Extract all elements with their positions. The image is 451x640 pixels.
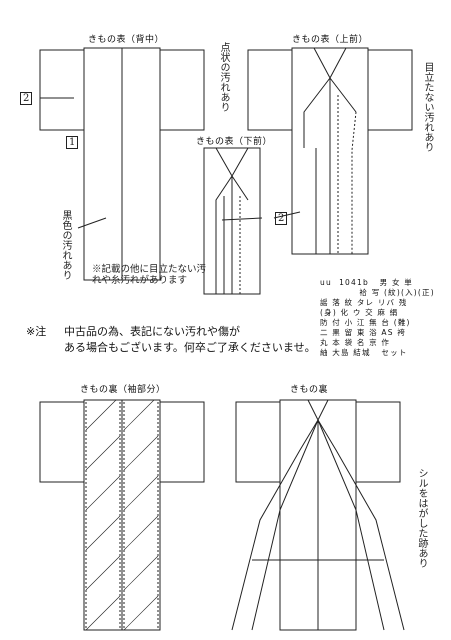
front-upper-view-label: きもの表（上前） <box>292 35 369 45</box>
kimono-lining-outline <box>231 399 405 631</box>
mark-1-back: 1 <box>66 136 79 149</box>
code-row: (身) 化 ウ 交 麻 絹 <box>320 308 399 317</box>
front-stain-note: 目立たない汚れあり <box>422 62 433 152</box>
kimono-front-lower-outline <box>203 147 261 295</box>
kimono-lining-sleeve-outline <box>39 399 205 631</box>
code-row: 袷 写 (紋)(入)(正) <box>320 288 435 297</box>
other-stains-note: ※記載の他に目立たない汚れや糸汚れがあります <box>92 264 207 286</box>
mark-2-front: 2 <box>275 212 288 225</box>
kimono-back-outline <box>39 47 205 281</box>
code-row: 二 黒 留 東 浴 AS 袴 <box>320 328 406 337</box>
code-row: uu 1041b 男 女 単 <box>320 278 413 287</box>
code-table: uu 1041b 男 女 単 袷 写 (紋)(入)(正) 謡 落 紋 タレ リバ… <box>320 278 444 364</box>
code-row: 防 付 小 江 無 台 (難) <box>320 318 411 327</box>
code-row: 丸 本 袋 名 京 作 <box>320 338 391 347</box>
code-row: 紬 大島 結城 セット <box>320 348 408 357</box>
lining-view-label: きもの裏 <box>290 385 329 395</box>
kimono-front-upper-outline <box>247 47 413 255</box>
notice-line-1: 中古品の為、表記にない汚れや傷が <box>64 325 240 338</box>
code-row: 謡 落 紋 タレ リバ 残 <box>320 298 408 307</box>
front-lower-view-label: きもの表（下前） <box>196 137 273 147</box>
notice-mark: ※注 <box>26 325 47 338</box>
lining-note: シルをはがした跡あり <box>416 468 427 568</box>
mark-2-back: 2 <box>20 92 33 105</box>
lining-sleeve-view-label: きもの裏（袖部分） <box>80 385 166 395</box>
back-view-label: きもの表（背中） <box>88 35 165 45</box>
back-stain-note: 点状の汚れあり <box>218 42 229 112</box>
notice-line-2: ある場合もございます。何卒ご了承くださいませ。 <box>64 341 316 354</box>
back-black-stain-note: 黒色の汚れあり <box>60 210 71 280</box>
